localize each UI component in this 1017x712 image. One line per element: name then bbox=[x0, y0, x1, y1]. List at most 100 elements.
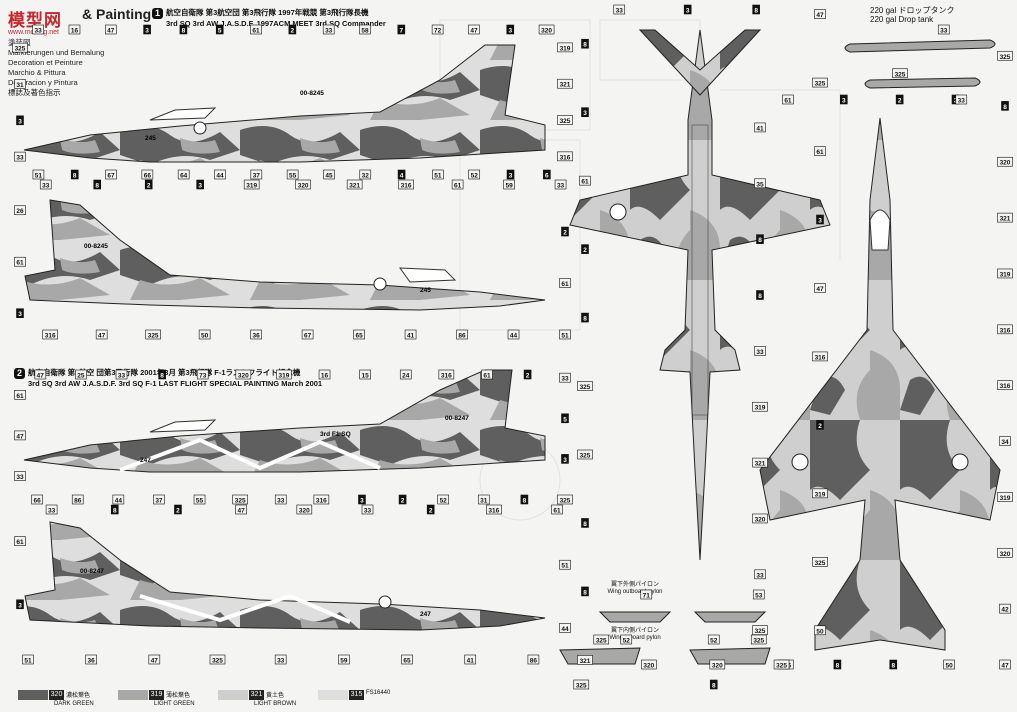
callout-number: 33 bbox=[937, 24, 950, 35]
callout-number: 320 bbox=[538, 24, 555, 35]
callout-box bbox=[144, 179, 153, 190]
callout-label: 71 bbox=[643, 593, 651, 600]
callout-box bbox=[816, 214, 824, 225]
callout-box bbox=[14, 536, 26, 546]
callout-box bbox=[397, 169, 406, 180]
callout-label: 47 bbox=[470, 28, 478, 35]
callout-label: 8 bbox=[182, 28, 186, 35]
callout-box bbox=[209, 654, 226, 665]
lang-line: Decoration et Peinture bbox=[8, 58, 83, 67]
callout-box bbox=[468, 169, 481, 180]
callout-label: 325 bbox=[776, 663, 787, 670]
callout-label: 33 bbox=[958, 98, 966, 105]
callout-number: 47 bbox=[104, 24, 117, 35]
callout-label: 33 bbox=[756, 349, 764, 356]
callout-box bbox=[754, 178, 766, 189]
callout-box bbox=[812, 351, 828, 362]
side-view-1 bbox=[23, 44, 546, 163]
legend-name: LIGHT GREEN bbox=[154, 701, 195, 707]
callout-label: 44 bbox=[510, 333, 518, 340]
callout-box bbox=[359, 169, 372, 180]
callout-number: 31 bbox=[14, 79, 26, 89]
callout-label: 2 bbox=[583, 247, 587, 254]
callout-label: 24 bbox=[402, 373, 410, 380]
callout-label: 86 bbox=[458, 333, 466, 340]
callout-label: 3 bbox=[18, 602, 22, 609]
legend-swatch bbox=[318, 690, 348, 700]
callout-number: 320 bbox=[709, 659, 726, 670]
callout-label: 86 bbox=[74, 498, 82, 505]
pylon-en: Wing inboard pylon bbox=[609, 635, 661, 641]
callout-number: 86 bbox=[527, 654, 540, 665]
drop-tank-label: 220 gal ドロップタンク 220 gal Drop tank bbox=[870, 6, 954, 24]
callout-number: 33 bbox=[361, 504, 374, 515]
callout-number: 51 bbox=[22, 654, 34, 665]
callout-number: 316 bbox=[997, 380, 1013, 390]
callout-box bbox=[361, 504, 374, 515]
callout-label: 61 bbox=[784, 98, 792, 105]
callout-number: 321 bbox=[997, 212, 1013, 223]
callout-label: 33 bbox=[557, 183, 565, 190]
callout-label: 15 bbox=[362, 373, 370, 380]
callout-box bbox=[110, 504, 119, 515]
callout-label: 320 bbox=[1000, 160, 1011, 167]
callout-box bbox=[561, 413, 569, 424]
callout-box bbox=[432, 169, 444, 180]
callout-box bbox=[39, 179, 52, 190]
callout-number: 33 bbox=[32, 24, 44, 35]
callout-label: 325 bbox=[1000, 54, 1011, 61]
callout-number: 5 bbox=[215, 24, 224, 35]
callout-number: 2 bbox=[144, 179, 153, 190]
callout-box bbox=[640, 589, 653, 600]
callout-number: 45 bbox=[323, 169, 335, 180]
callout-label: 16 bbox=[321, 373, 329, 380]
callout-label: 3 bbox=[198, 183, 202, 190]
scheme-jp: 航空自衛隊 第3航空団 第3飛行隊 1997年戦競 第3飛行隊長機 bbox=[166, 8, 369, 17]
callout-number: 8 bbox=[520, 494, 529, 505]
callout-box bbox=[296, 504, 313, 515]
callout-number: 8 bbox=[70, 169, 79, 180]
callout-number: 2 bbox=[426, 504, 435, 515]
callout-box bbox=[997, 212, 1013, 223]
callout-box bbox=[358, 494, 366, 505]
serial-text: 00-8247 bbox=[445, 415, 469, 422]
callout-label: 325 bbox=[15, 46, 26, 53]
callout-label: 61 bbox=[16, 393, 24, 400]
page-title: & Painting bbox=[82, 6, 152, 22]
callout-number: 50 bbox=[814, 625, 826, 635]
callout-number: 319 bbox=[997, 268, 1013, 278]
callout-number: 42 bbox=[999, 603, 1011, 614]
callout-label: 316 bbox=[45, 333, 56, 340]
serial-text: 00-8247 bbox=[80, 568, 104, 575]
callout-label: 33 bbox=[756, 572, 764, 579]
callout-label: 33 bbox=[35, 28, 43, 35]
callout-number: 2 bbox=[523, 369, 532, 380]
callout-box bbox=[143, 24, 151, 35]
language-list: 塗装図 Markierungen und Bemalung Decoration… bbox=[8, 38, 158, 98]
callout-box bbox=[276, 369, 292, 380]
callout-number: 316 bbox=[812, 351, 828, 362]
callout-label: 8 bbox=[712, 683, 716, 690]
callout-label: 35 bbox=[756, 181, 764, 188]
callout-box bbox=[75, 369, 87, 380]
callout-box bbox=[573, 679, 590, 690]
callout-box bbox=[814, 146, 826, 156]
callout-number: 319 bbox=[812, 488, 828, 498]
callout-number: 319 bbox=[276, 369, 292, 380]
callout-label: 2 bbox=[429, 508, 433, 515]
callout-label: 3 bbox=[842, 98, 846, 105]
callout-number: 61 bbox=[579, 175, 591, 186]
callout-box bbox=[426, 504, 435, 515]
callout-number: 26 bbox=[14, 205, 26, 215]
callout-number: 41 bbox=[754, 122, 766, 132]
callout-box bbox=[782, 94, 794, 105]
callout-box bbox=[68, 24, 81, 35]
callout-box bbox=[579, 175, 591, 186]
callout-number: 33 bbox=[613, 4, 626, 15]
callout-number: 61 bbox=[250, 24, 262, 35]
callout-number: 3 bbox=[816, 214, 824, 225]
callout-number: 7 bbox=[397, 24, 406, 35]
callout-box bbox=[554, 179, 567, 190]
callout-number: 320 bbox=[641, 659, 657, 670]
